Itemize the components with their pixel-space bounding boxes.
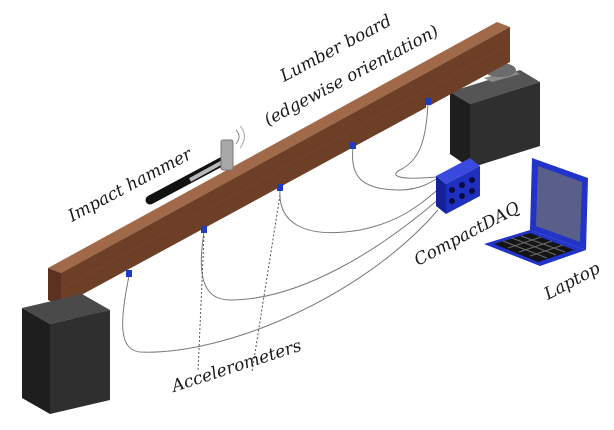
lumber-board bbox=[48, 22, 511, 306]
accelerometer-leaders bbox=[197, 194, 281, 373]
accelerometers bbox=[126, 98, 431, 277]
accelerometer-icon bbox=[425, 98, 431, 105]
impact-hammer-icon bbox=[145, 125, 245, 205]
accelerometer-icon bbox=[201, 226, 207, 233]
laptop-icon bbox=[484, 158, 588, 266]
support-block-right bbox=[450, 63, 540, 168]
laptop-label: Laptop bbox=[540, 258, 604, 304]
compactdaq-icon bbox=[436, 158, 480, 214]
support-block-left bbox=[22, 294, 110, 414]
accelerometer-icon bbox=[350, 142, 356, 149]
accelerometers-label: Accelerometers bbox=[167, 336, 304, 397]
accelerometer-icon bbox=[277, 184, 283, 191]
accelerometer-icon bbox=[126, 270, 132, 277]
